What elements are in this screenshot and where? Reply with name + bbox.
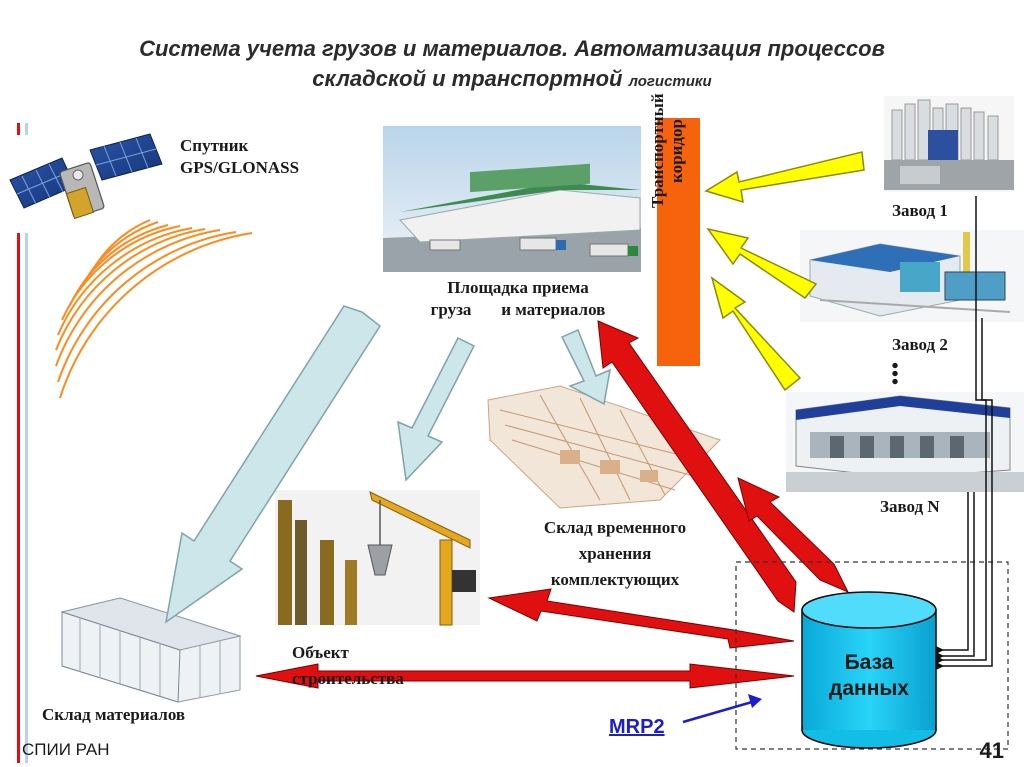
arrow-db-construction bbox=[487, 588, 795, 649]
materials-warehouse-image bbox=[60, 597, 242, 703]
arrow-plant2-to-corridor bbox=[706, 227, 818, 300]
arrow-to-warehouse bbox=[164, 305, 381, 624]
arrow-db-temp-storage bbox=[737, 477, 850, 593]
page-title: Система учета грузов и материалов. Автом… bbox=[0, 34, 1024, 97]
construction-site-label: Объект строительства bbox=[292, 643, 404, 688]
arrow-plant1-to-corridor bbox=[704, 151, 865, 204]
arrow-db-receiving bbox=[597, 320, 797, 613]
plant-1-image bbox=[884, 96, 1014, 192]
satellite-label: Спутник GPS/GLONASS bbox=[180, 136, 300, 177]
satellite-icon bbox=[9, 133, 163, 220]
flow-arrows-red bbox=[255, 320, 850, 689]
plant-1-label: Завод 1 bbox=[892, 201, 948, 220]
arrow-db-warehouse bbox=[255, 663, 795, 689]
flow-arrows-light-blue bbox=[164, 305, 611, 624]
mrp-arrow bbox=[682, 694, 762, 724]
page-number: 41 bbox=[979, 738, 1004, 763]
plants-ellipsis: • • • bbox=[883, 362, 905, 384]
title-line-2-small: логистики bbox=[628, 73, 712, 90]
transport-corridor-bar bbox=[657, 118, 700, 366]
arrow-plantn-to-corridor bbox=[710, 276, 802, 392]
plant-database-arrowheads bbox=[936, 646, 944, 670]
mrp2-link[interactable]: MRP2 bbox=[609, 716, 665, 738]
left-decoration-bars bbox=[17, 123, 28, 763]
footer-organization: СПИИ РАН bbox=[22, 740, 110, 759]
title-line-2: складской и транспортной логистики bbox=[312, 66, 712, 91]
plant-n-image bbox=[786, 392, 1024, 492]
transport-corridor-label: Транспортный коридор bbox=[648, 93, 686, 208]
materials-warehouse-label: Склад материалов bbox=[42, 705, 186, 724]
plant-n-label: Завод N bbox=[880, 497, 940, 516]
receiving-site-label: Площадка приема груза и материалов bbox=[430, 278, 606, 319]
plant-database-lines bbox=[936, 196, 993, 667]
arrow-to-temp-storage bbox=[560, 329, 611, 406]
signal-waves bbox=[55, 219, 253, 399]
arrow-to-construction bbox=[397, 336, 476, 482]
receiving-site-image bbox=[383, 126, 641, 272]
construction-site-image bbox=[275, 490, 480, 626]
database-dashed-frame bbox=[735, 561, 1009, 750]
plant-2-image bbox=[800, 230, 1024, 322]
title-line-1: Система учета грузов и материалов. Автом… bbox=[139, 36, 885, 61]
flow-arrows-yellow bbox=[704, 151, 865, 392]
temp-storage-label: Склад временного хранения комплектующих bbox=[543, 518, 687, 589]
plant-2-label: Завод 2 bbox=[892, 335, 948, 354]
database-cylinder-icon[interactable] bbox=[801, 591, 937, 749]
temp-storage-image bbox=[487, 385, 721, 509]
database-label: База данных bbox=[829, 651, 909, 700]
